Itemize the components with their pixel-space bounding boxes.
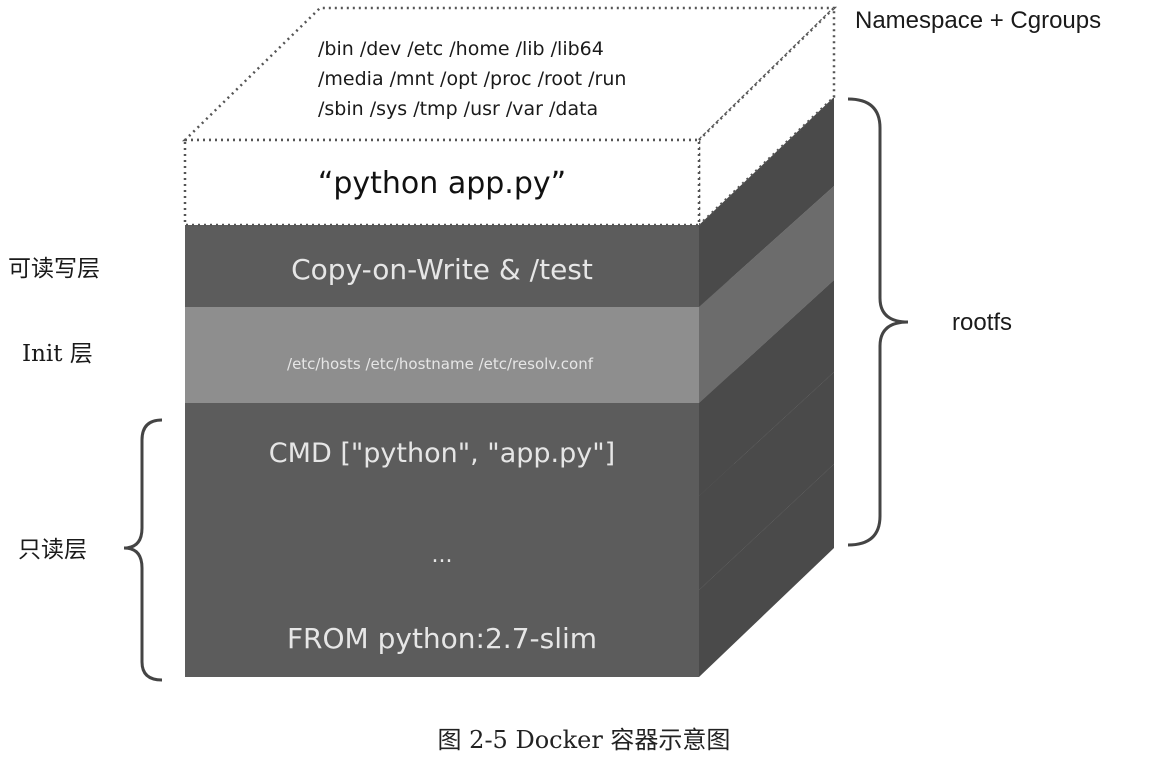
- init-layer-label: Init 层: [22, 341, 93, 367]
- container-layer: /bin /dev /etc /home /lib /lib64 /media …: [181, 5, 838, 228]
- read-only-layer-label: 只读层: [18, 537, 87, 563]
- layer-front-face: [185, 307, 699, 403]
- layer-side-face: [699, 97, 834, 307]
- namespace-cgroups-label: Namespace + Cgroups: [855, 7, 1101, 34]
- container-front-face: [183, 138, 701, 227]
- layer-label-ellipsis: ...: [432, 543, 453, 568]
- figure-caption: 图 2-5 Docker 容器示意图: [438, 726, 731, 754]
- read-only-bracket: [123, 418, 163, 682]
- layer-front-face: [185, 225, 699, 307]
- layer-label-read-write: Copy-on-Write & /test: [291, 253, 593, 286]
- rw-layer-label: 可读写层: [8, 256, 100, 282]
- layer-label-cmd: CMD ["python", "app.py"]: [269, 438, 615, 469]
- layer-front-face: [185, 590, 699, 677]
- directory-line: /media /mnt /opt /proc /root /run: [318, 68, 626, 90]
- layer-front-face: [185, 496, 699, 590]
- layer-side-face: [699, 372, 834, 590]
- layer-side-face: [699, 280, 834, 496]
- container-command: “python app.py”: [318, 166, 566, 201]
- directory-line: /bin /dev /etc /home /lib /lib64: [318, 38, 604, 60]
- layer-front-face: [185, 403, 699, 496]
- layer-label-init: /etc/hosts /etc/hostname /etc/resolv.con…: [287, 355, 594, 373]
- rootfs-label: rootfs: [952, 309, 1012, 336]
- layer-label-base: FROM python:2.7-slim: [287, 622, 597, 655]
- rootfs-brace: [847, 97, 909, 547]
- directory-line: /sbin /sys /tmp /usr /var /data: [318, 98, 598, 120]
- layer-side-face: [699, 464, 834, 677]
- layer-side-face: [699, 186, 834, 403]
